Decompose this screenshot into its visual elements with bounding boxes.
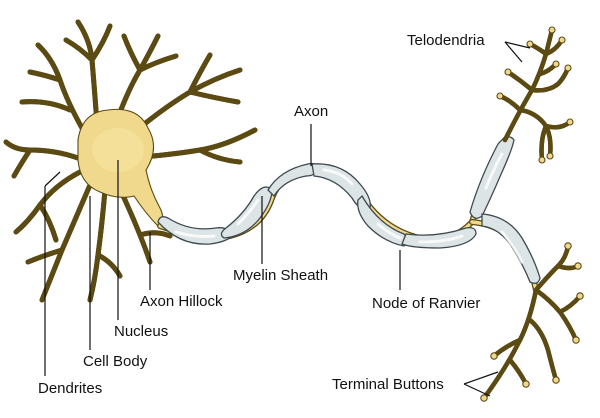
terminal-button bbox=[538, 156, 546, 164]
label-dendrites: Dendrites bbox=[38, 380, 103, 397]
telodendria bbox=[496, 26, 574, 164]
label-node-of-ranvier: Node of Ranvier bbox=[372, 295, 481, 312]
leader-lines bbox=[44, 41, 531, 397]
terminal-button bbox=[504, 68, 512, 76]
nucleus bbox=[92, 128, 144, 172]
terminal-button bbox=[576, 292, 584, 300]
myelin-segment bbox=[157, 216, 233, 245]
label-terminal-buttons: Terminal Buttons bbox=[332, 376, 444, 393]
myelin-segment bbox=[401, 226, 477, 249]
terminal-button bbox=[480, 394, 488, 402]
terminal-button bbox=[496, 92, 504, 100]
label-telodendria: Telodendria bbox=[407, 32, 485, 49]
label-axon: Axon bbox=[294, 103, 329, 120]
terminal-button bbox=[552, 376, 560, 384]
terminal-button bbox=[564, 242, 572, 250]
terminal-button bbox=[572, 336, 580, 344]
terminal-button bbox=[548, 26, 556, 34]
terminal-button bbox=[522, 380, 530, 388]
terminal-button bbox=[574, 262, 582, 270]
terminal-button bbox=[526, 40, 534, 48]
label-cell-body: Cell Body bbox=[83, 353, 148, 370]
terminal-branches bbox=[480, 242, 584, 402]
terminal-button bbox=[552, 60, 560, 68]
myelin-segment bbox=[481, 213, 541, 284]
dendrites bbox=[3, 19, 258, 303]
label-nucleus: Nucleus bbox=[114, 323, 169, 340]
myelin-segment bbox=[357, 194, 408, 247]
terminal-button bbox=[490, 352, 498, 360]
label-myelin-sheath: Myelin Sheath bbox=[233, 267, 329, 284]
terminal-button bbox=[566, 118, 574, 126]
terminal-button bbox=[558, 36, 566, 44]
cell-body bbox=[77, 108, 164, 227]
label-axon-hillock: Axon Hillock bbox=[140, 293, 223, 310]
terminal-button bbox=[564, 64, 572, 72]
terminal-button bbox=[546, 152, 554, 160]
myelin-sheath bbox=[157, 136, 541, 284]
myelin-segment bbox=[267, 162, 319, 198]
